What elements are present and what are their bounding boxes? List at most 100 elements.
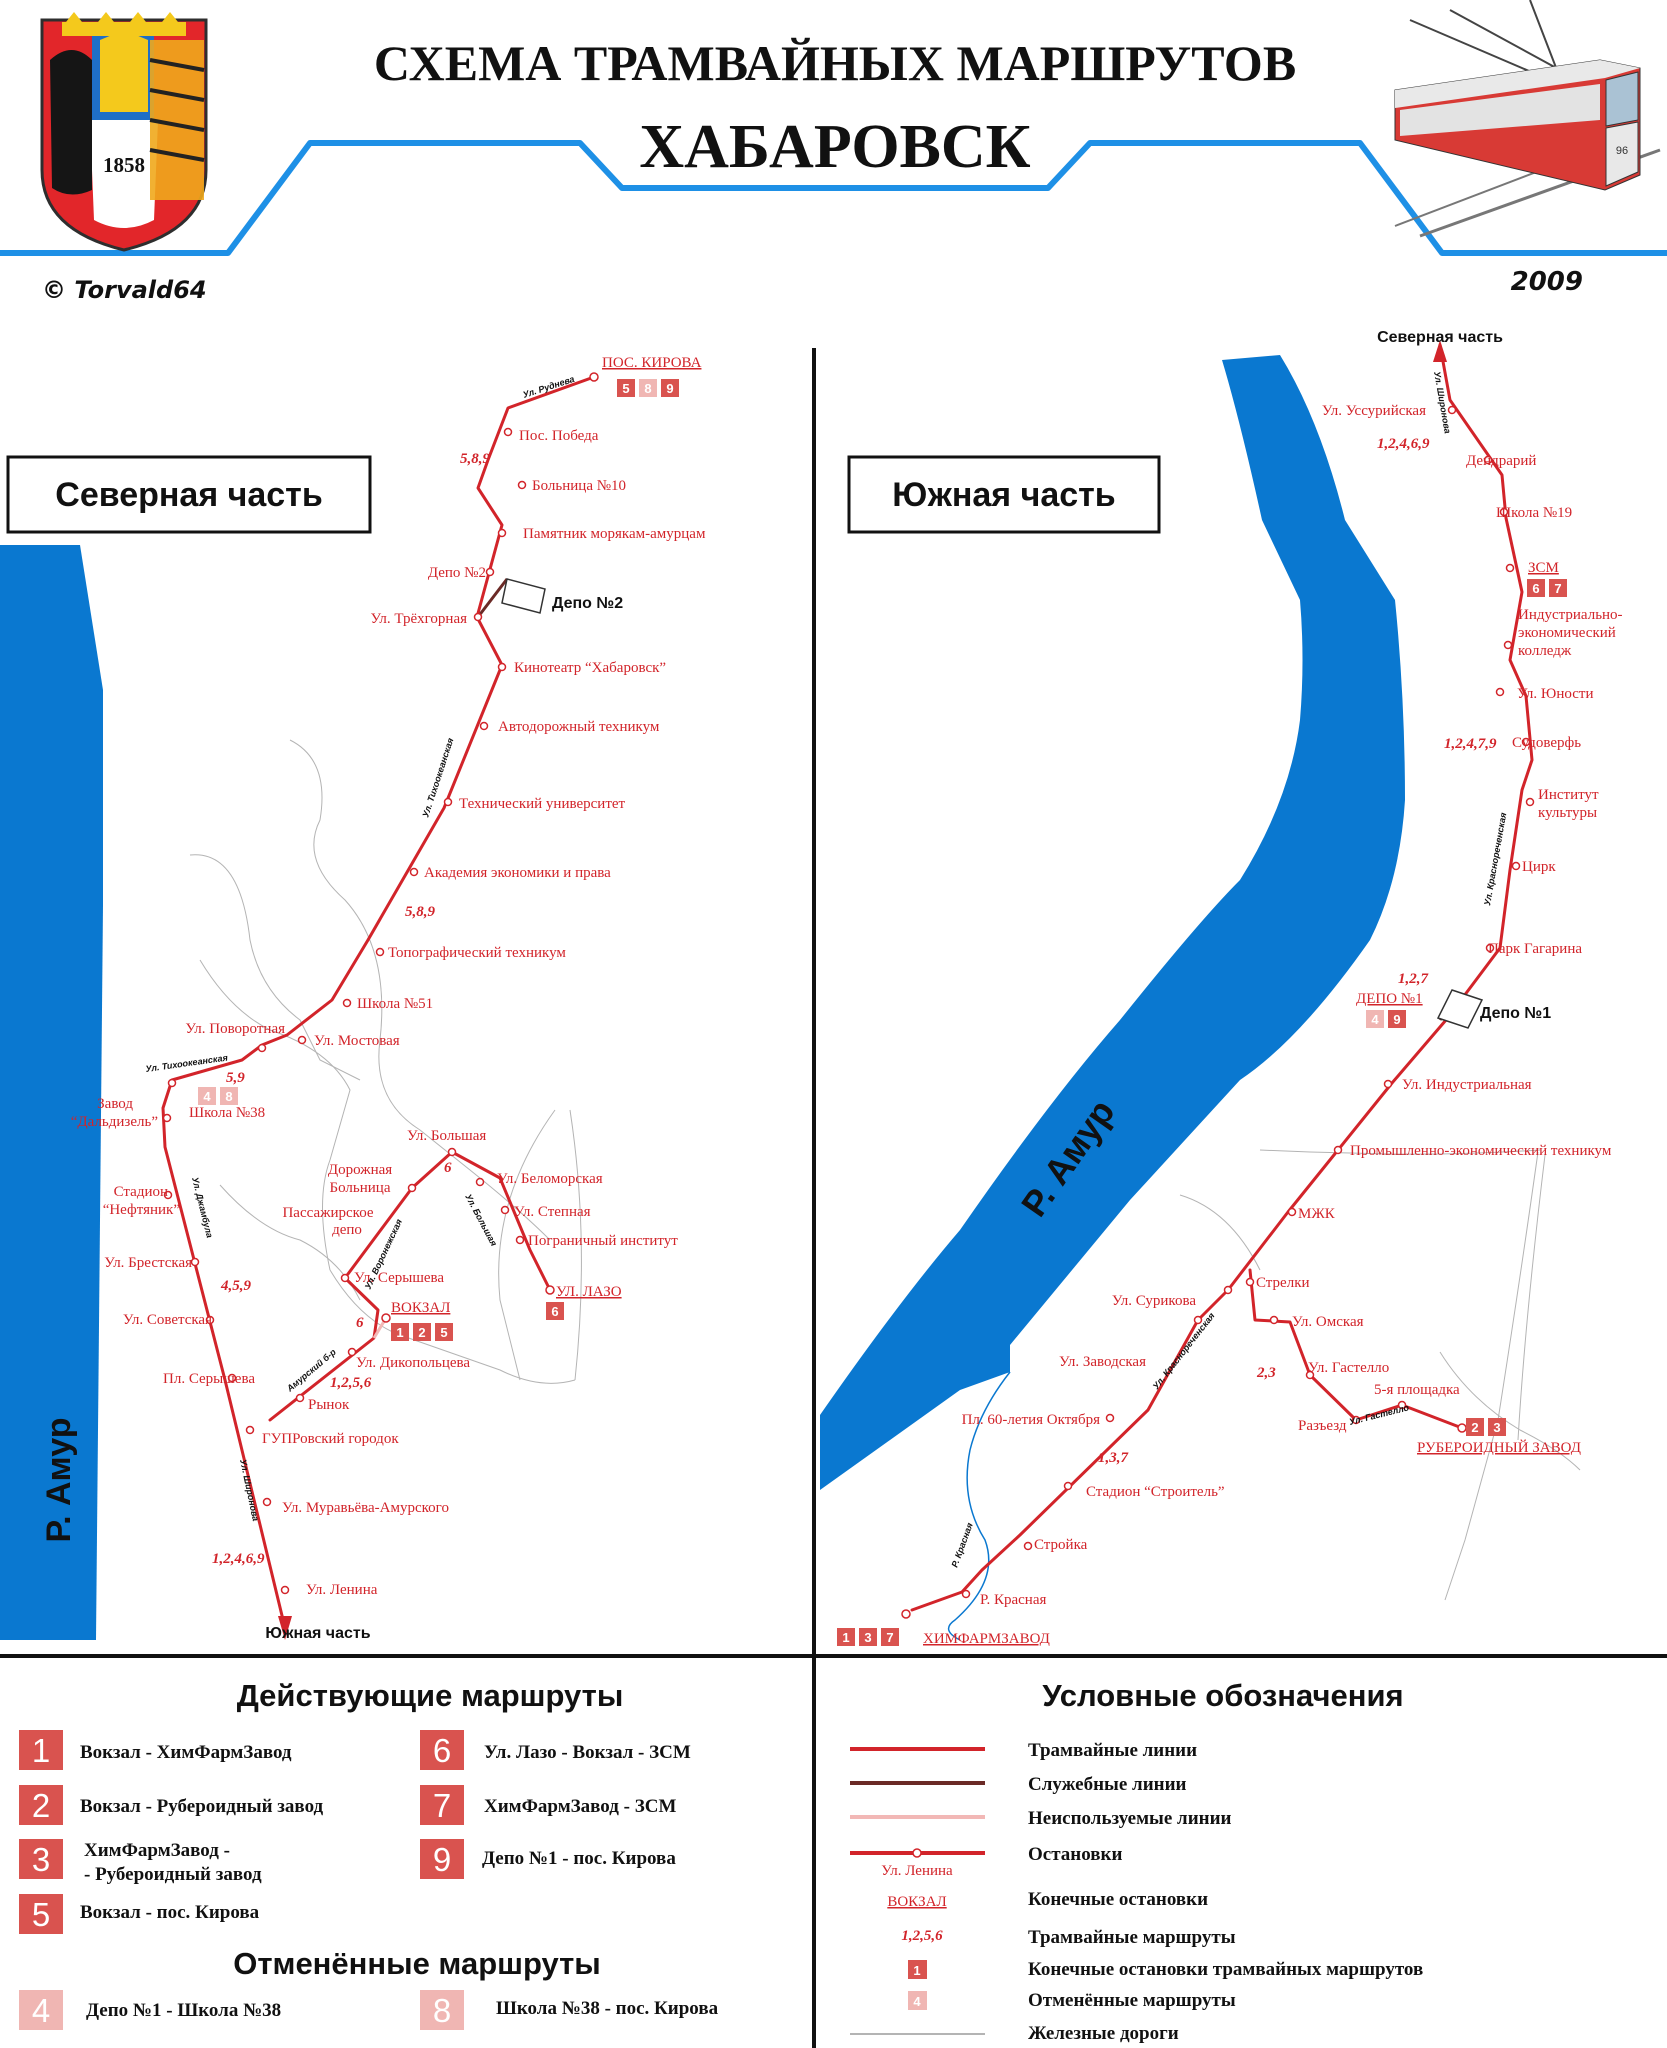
service-line-depo2 (476, 578, 509, 618)
route-labels-south: 1,2,4,6,9 1,2,4,7,9 1,2,7 2,3 1,3,7 (1098, 436, 1497, 1466)
svg-text:Ул. Широнова: Ул. Широнова (1432, 371, 1453, 435)
legend-terminal-sample: ВОКЗАЛ (887, 1894, 946, 1910)
svg-text:6: 6 (433, 1732, 451, 1769)
svg-text:Ул. Советская: Ул. Советская (123, 1312, 212, 1328)
legend-service-lines: Служебные линии (1028, 1774, 1187, 1795)
svg-text:7: 7 (433, 1787, 451, 1824)
svg-text:Ул. Заводская: Ул. Заводская (1059, 1354, 1146, 1370)
svg-text:1: 1 (913, 1963, 920, 1978)
svg-text:Топографический техникум: Топографический техникум (388, 945, 566, 961)
coat-of-arms-icon: 1858 (40, 12, 208, 252)
terminus-vokzal[interactable]: ВОКЗАЛ (391, 1300, 450, 1316)
page-title: СХЕМА ТРАМВАЙНЫХ МАРШРУТОВ (374, 35, 1296, 91)
svg-text:Ул. Гастелло: Ул. Гастелло (1348, 1402, 1410, 1427)
svg-text:Пос. Победа: Пос. Победа (519, 428, 599, 444)
south-section-title: Южная часть (892, 476, 1115, 514)
legend-cancelled: Отменённые маршруты (1028, 1990, 1236, 2011)
terminus-khimfarm[interactable]: ХИМФАРМЗАВОД (923, 1631, 1050, 1647)
svg-text:Школа №38: Школа №38 (189, 1105, 265, 1121)
svg-text:Пассажирское: Пассажирское (282, 1205, 373, 1221)
route-item-6[interactable]: 6 Ул. Лазо - Вокзал - ЗСМ (420, 1730, 691, 1770)
south-section-title-box (847, 455, 1161, 534)
svg-text:ХимФармЗавод - ЗСМ: ХимФармЗавод - ЗСМ (484, 1796, 676, 1817)
svg-text:Ул. Джамбула: Ул. Джамбула (190, 1176, 215, 1239)
terminus-khimfarm-badges: 1 3 7 (837, 1628, 899, 1646)
svg-text:Ул. Широнова: Ул. Широнова (238, 1458, 261, 1522)
svg-text:Ул. Поворотная: Ул. Поворотная (185, 1021, 285, 1037)
svg-text:Школа №19: Школа №19 (1496, 505, 1572, 521)
svg-text:Ул. Трёхгорная: Ул. Трёхгорная (370, 611, 467, 627)
svg-text:Стрелки: Стрелки (1256, 1275, 1310, 1291)
svg-text:Пл. Серышева: Пл. Серышева (163, 1371, 255, 1387)
stops-north (162, 372, 599, 1595)
depot1-label: Депо №1 (1480, 1005, 1551, 1022)
svg-text:колледж: колледж (1518, 643, 1572, 659)
south-arrow-icon (278, 1616, 292, 1640)
svg-text:Стадион: Стадион (114, 1184, 168, 1200)
terminus-lazo[interactable]: УЛ. ЛАЗО (556, 1284, 622, 1300)
svg-text:“Дальдизель”: “Дальдизель” (71, 1114, 158, 1130)
svg-text:1: 1 (396, 1325, 403, 1340)
terminus-kirova[interactable]: ПОС. КИРОВА (602, 355, 702, 371)
svg-text:Депо №2: Депо №2 (428, 565, 486, 581)
svg-text:Депо №1 - Школа №38: Депо №1 - Школа №38 (86, 2000, 281, 2021)
svg-text:3: 3 (32, 1841, 50, 1878)
route-item-8[interactable]: 8 Школа №38 - пос. Кирова (420, 1990, 719, 2030)
svg-text:Ул. Муравьёва-Амурского: Ул. Муравьёва-Амурского (282, 1500, 449, 1516)
svg-text:Стройка: Стройка (1034, 1537, 1088, 1553)
route-item-7[interactable]: 7 ХимФармЗавод - ЗСМ (420, 1785, 676, 1825)
svg-text:Ул. Индустриальная: Ул. Индустриальная (1402, 1077, 1532, 1093)
terminus-ruberoid[interactable]: РУБЕРОИДНЫЙ ЗАВОД (1417, 1439, 1581, 1456)
svg-text:Ул. Лазо - Вокзал - ЗСМ: Ул. Лазо - Вокзал - ЗСМ (484, 1742, 691, 1763)
route-item-2[interactable]: 2 Вокзал - Рубероидный завод (19, 1785, 324, 1825)
svg-text:Завод: Завод (97, 1096, 133, 1112)
svg-text:2: 2 (32, 1787, 50, 1824)
svg-text:Ул. Ленина: Ул. Ленина (306, 1582, 378, 1598)
svg-text:Парк Гагарина: Парк Гагарина (1488, 941, 1582, 957)
svg-text:Дендрарий: Дендрарий (1466, 453, 1536, 469)
south-pointer[interactable]: Южная часть (265, 1625, 370, 1642)
city-title: ХАБАРОВСК (639, 113, 1030, 181)
svg-text:Р. Красная: Р. Красная (949, 1521, 975, 1569)
terminus-depo1-badges: 4 9 (1366, 1010, 1406, 1028)
svg-text:Ул. Мостовая: Ул. Мостовая (314, 1033, 400, 1049)
svg-text:8: 8 (433, 1992, 451, 2029)
svg-text:5: 5 (440, 1325, 447, 1340)
tram-line-ruberoid-branch (1248, 1268, 1464, 1430)
svg-text:Ул. Краснореченская: Ул. Краснореченская (1151, 1310, 1217, 1391)
legend-railways: Железные дороги (1028, 2023, 1179, 2044)
svg-text:Пл. 60-летия Октября: Пл. 60-летия Октября (962, 1412, 1100, 1428)
svg-text:Больница №10: Больница №10 (532, 478, 626, 494)
route-item-1[interactable]: 1 Вокзал - ХимФармЗавод (19, 1730, 292, 1770)
svg-text:Вокзал - пос. Кирова: Вокзал - пос. Кирова (80, 1902, 260, 1923)
north-pointer[interactable]: Северная часть (1377, 329, 1503, 346)
svg-text:3: 3 (864, 1630, 871, 1645)
cancelled-routes-title: Отменённые маршруты (233, 1946, 601, 1981)
svg-text:Ул. Краснореченская: Ул. Краснореченская (1482, 811, 1508, 906)
svg-text:Пограничный институт: Пограничный институт (528, 1233, 678, 1249)
terminus-depo1[interactable]: ДЕПО №1 (1356, 991, 1423, 1007)
route-item-5[interactable]: 5 Вокзал - пос. Кирова (19, 1894, 260, 1934)
route-item-3[interactable]: 3 ХимФармЗавод - - Рубероидный завод (19, 1839, 262, 1885)
svg-text:МЖК: МЖК (1298, 1206, 1336, 1222)
svg-text:Рынок: Рынок (308, 1397, 350, 1413)
route-item-4[interactable]: 4 Депо №1 - Школа №38 (19, 1990, 281, 2030)
legend-route-terminals: Конечные остановки трамвайных маршрутов (1028, 1959, 1423, 1980)
svg-text:5-я площадка: 5-я площадка (1374, 1382, 1460, 1398)
terminus-zsm[interactable]: ЗСМ (1528, 560, 1559, 576)
svg-text:8: 8 (644, 381, 651, 396)
svg-text:1,3,7: 1,3,7 (1098, 1450, 1129, 1466)
route-item-9[interactable]: 9 Депо №1 - пос. Кирова (420, 1839, 676, 1879)
copyright: © Torvald64 (42, 276, 207, 304)
svg-text:Ул. Большая: Ул. Большая (407, 1128, 486, 1144)
svg-text:1,2,5,6: 1,2,5,6 (330, 1375, 372, 1391)
svg-text:4: 4 (203, 1089, 211, 1104)
school38-badges: 4 8 (198, 1087, 238, 1105)
svg-text:Институт: Институт (1538, 787, 1599, 803)
svg-text:Ул. Брестская: Ул. Брестская (104, 1255, 192, 1271)
svg-text:1: 1 (32, 1732, 50, 1769)
svg-text:Ул. Уссурийская: Ул. Уссурийская (1322, 403, 1426, 419)
svg-text:Больница: Больница (330, 1180, 391, 1196)
year: 2009 (1511, 267, 1583, 297)
svg-text:5: 5 (32, 1896, 50, 1933)
